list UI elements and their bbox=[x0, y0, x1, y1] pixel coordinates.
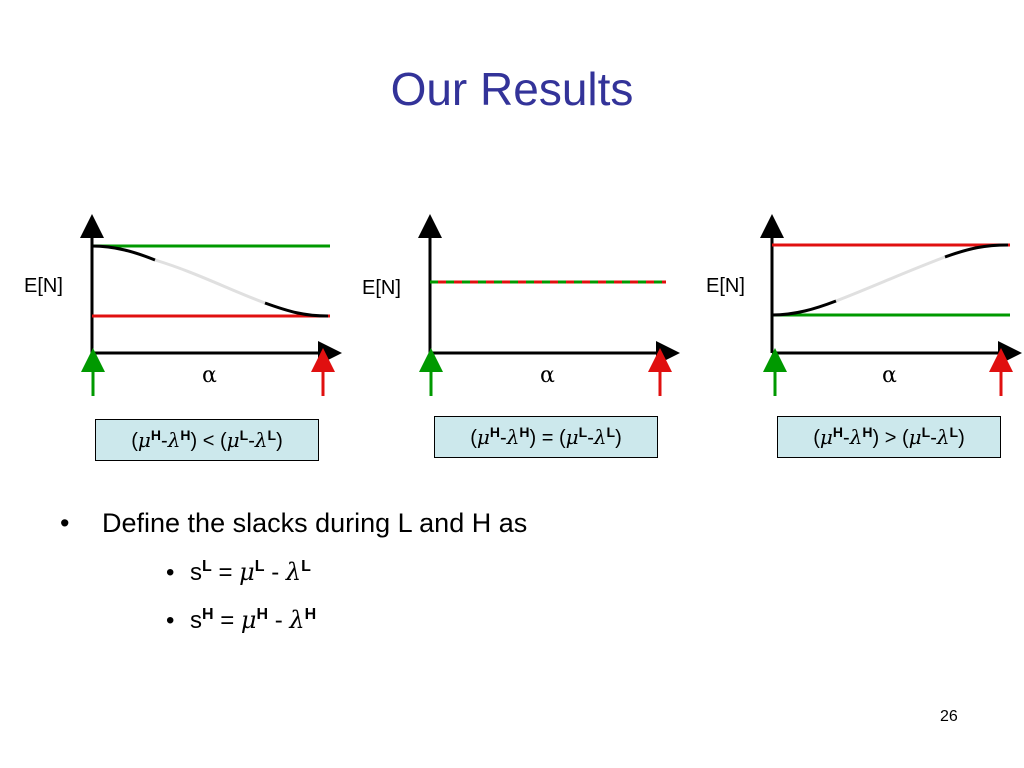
x-axis-label: α bbox=[202, 363, 217, 388]
curve-end bbox=[264, 301, 329, 318]
superscript: L bbox=[202, 558, 212, 575]
superscript: L bbox=[239, 427, 249, 443]
superscript: H bbox=[150, 427, 162, 443]
slack-symbol: s bbox=[190, 559, 202, 586]
lambda-symbol: λ bbox=[285, 558, 302, 586]
cond-text: - bbox=[248, 430, 255, 452]
slack-symbol: s bbox=[190, 607, 202, 634]
equals: = bbox=[213, 607, 241, 634]
cond-text: ( bbox=[470, 427, 477, 449]
diagrams-canvas: E[N] α E[N] α E[N] α bbox=[24, 214, 1022, 396]
bullet-sub-1: •sL = μL - λL bbox=[166, 558, 311, 587]
faded-curve bbox=[154, 258, 266, 305]
superscript: H bbox=[180, 427, 191, 443]
condition-box-2: (μH-λH) = (μL-λL) bbox=[434, 416, 658, 458]
y-axis-label: E[N] bbox=[362, 277, 401, 299]
cond-text: ( bbox=[131, 430, 138, 452]
cond-text: ) bbox=[276, 430, 283, 452]
x-axis-label: α bbox=[882, 363, 897, 388]
cond-text: - bbox=[587, 427, 594, 449]
condition-box-1: (μH-λH) < (μL-λL) bbox=[95, 419, 319, 461]
equals: = bbox=[211, 559, 240, 586]
mu-symbol: μ bbox=[239, 558, 255, 586]
superscript: L bbox=[267, 427, 277, 443]
minus: - bbox=[268, 607, 290, 634]
y-axis-label: E[N] bbox=[706, 275, 745, 297]
curve-end bbox=[944, 243, 1009, 259]
mu-symbol: μ bbox=[476, 425, 490, 449]
lambda-symbol: λ bbox=[289, 606, 305, 634]
superscript: H bbox=[489, 424, 501, 440]
minus: - bbox=[264, 559, 286, 586]
diagram-2: E[N] α bbox=[362, 214, 680, 396]
cond-text: - bbox=[161, 430, 168, 452]
lambda-symbol: λ bbox=[593, 425, 607, 449]
cond-text: ) = ( bbox=[529, 427, 566, 449]
lambda-symbol: λ bbox=[506, 425, 520, 449]
diagram-1: E[N] α bbox=[24, 214, 342, 396]
superscript: L bbox=[921, 424, 931, 440]
mu-symbol: μ bbox=[565, 425, 579, 449]
slide-title: Our Results bbox=[390, 63, 634, 115]
y-axis-label: E[N] bbox=[24, 275, 63, 297]
cond-text: - bbox=[843, 427, 850, 449]
mu-symbol: μ bbox=[240, 606, 257, 634]
cond-text: ) > ( bbox=[872, 427, 909, 449]
superscript: H bbox=[304, 606, 317, 623]
bullet-marker: • bbox=[60, 508, 70, 538]
lambda-symbol: λ bbox=[849, 425, 863, 449]
superscript: L bbox=[301, 558, 311, 575]
bullet-main: • Define the slacks during L and H as bbox=[60, 508, 527, 539]
bullet-text: Define the slacks during L and H as bbox=[102, 508, 528, 538]
mu-symbol: μ bbox=[137, 428, 151, 452]
mu-symbol: μ bbox=[226, 428, 240, 452]
curve-start bbox=[91, 244, 156, 262]
superscript: H bbox=[862, 424, 873, 440]
page-number: 26 bbox=[940, 708, 958, 725]
cond-text: ) bbox=[615, 427, 622, 449]
cond-text: ) < ( bbox=[190, 430, 227, 452]
superscript: H bbox=[202, 606, 214, 623]
lambda-symbol: λ bbox=[936, 425, 950, 449]
x-axis-label: α bbox=[540, 363, 555, 388]
curve-start bbox=[771, 299, 837, 317]
superscript: L bbox=[578, 424, 588, 440]
faded-curve bbox=[835, 255, 946, 303]
superscript: L bbox=[254, 558, 265, 575]
lambda-symbol: λ bbox=[254, 428, 268, 452]
lambda-symbol: λ bbox=[167, 428, 181, 452]
cond-text: ) bbox=[958, 427, 965, 449]
mu-symbol: μ bbox=[819, 425, 833, 449]
cond-text: ( bbox=[813, 427, 820, 449]
superscript: H bbox=[832, 424, 844, 440]
superscript: L bbox=[606, 424, 616, 440]
condition-box-3: (μH-λH) > (μL-λL) bbox=[777, 416, 1001, 458]
bullet-marker: • bbox=[166, 559, 175, 586]
cond-text: - bbox=[500, 427, 507, 449]
superscript: H bbox=[519, 424, 530, 440]
superscript: L bbox=[949, 424, 959, 440]
cond-text: - bbox=[930, 427, 937, 449]
bullet-marker: • bbox=[166, 607, 175, 634]
diagram-3: E[N] α bbox=[706, 214, 1022, 396]
bullet-sub-2: •sH = μH - λH bbox=[166, 606, 316, 635]
mu-symbol: μ bbox=[908, 425, 922, 449]
superscript: H bbox=[256, 606, 269, 623]
